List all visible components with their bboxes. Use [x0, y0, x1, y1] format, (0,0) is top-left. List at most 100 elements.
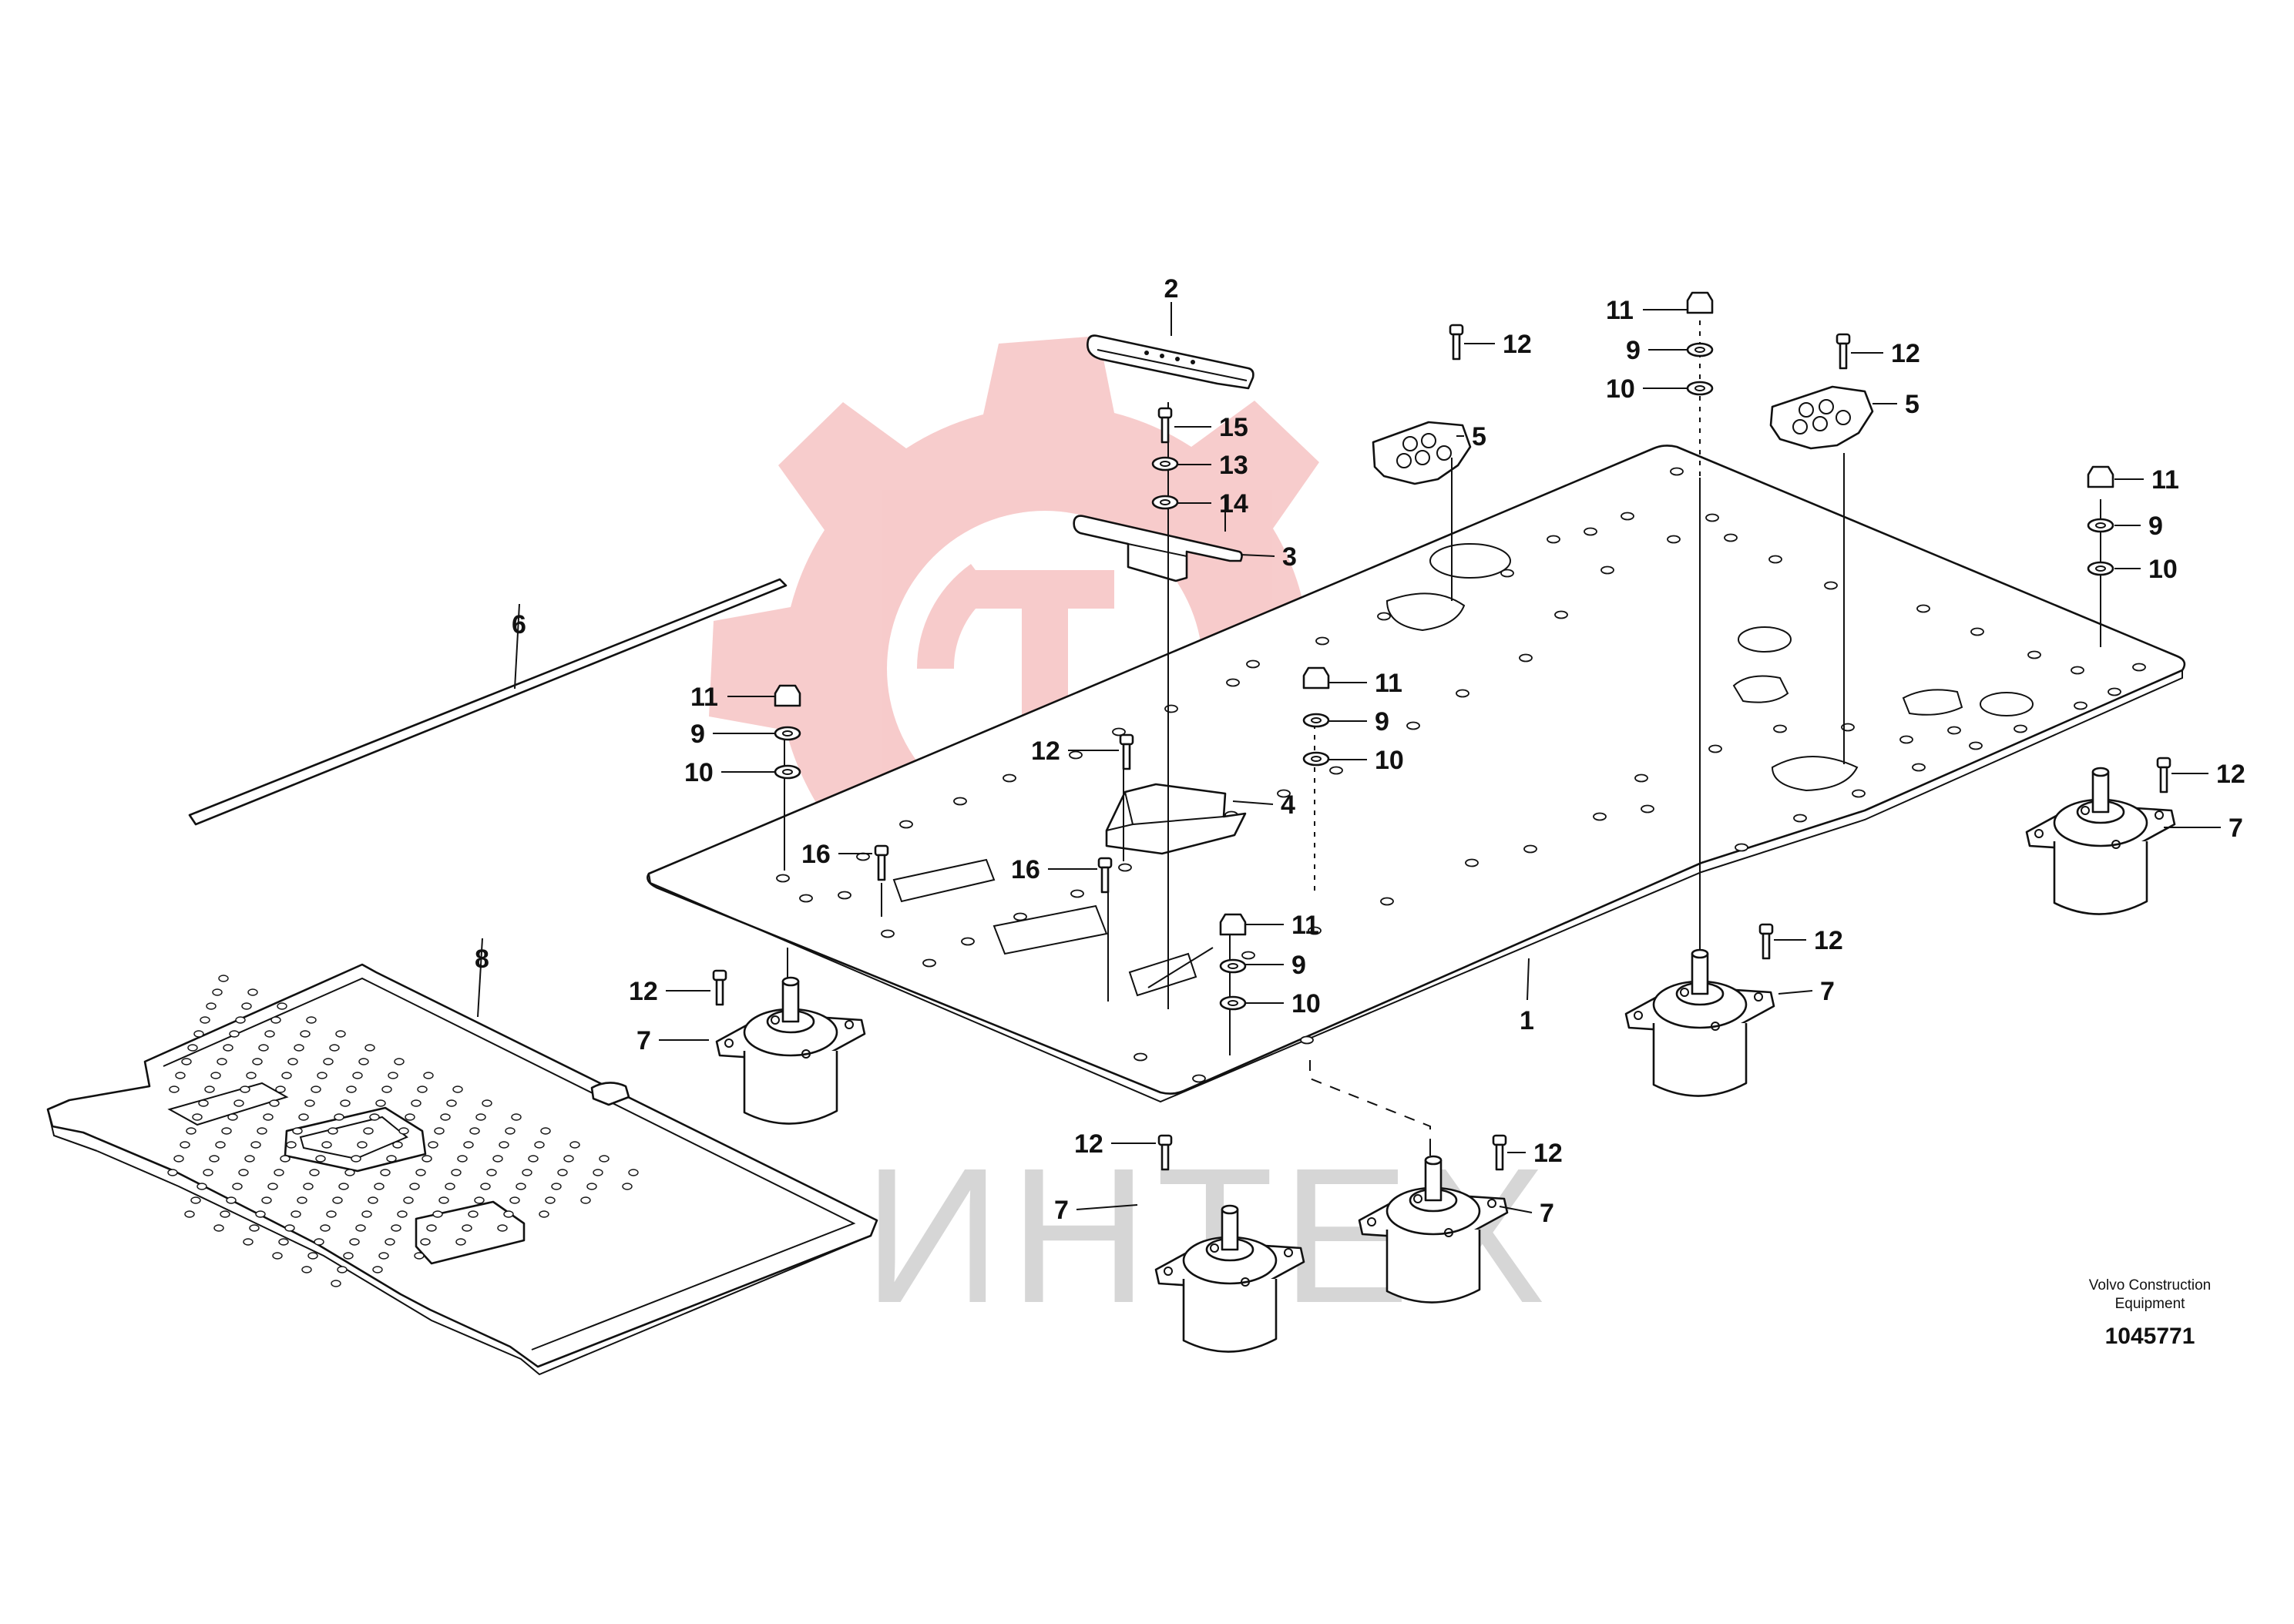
bolt-icon [1097, 857, 1113, 869]
hex-nut-icon [1302, 666, 1330, 690]
mat-dot [261, 1196, 272, 1204]
mount-body [1385, 1230, 1481, 1304]
mat-dot [173, 1155, 184, 1163]
mat-dot [233, 1099, 244, 1107]
washer-icon [1219, 958, 1247, 974]
mat-dot [364, 1044, 375, 1052]
plate-hole [1824, 581, 1838, 590]
mat-dot [440, 1113, 451, 1121]
mat-dot [223, 1044, 233, 1052]
plate-hole [1070, 889, 1084, 898]
mat-dot [250, 1141, 261, 1149]
mount-stud-top [2091, 767, 2110, 777]
mat-dot [215, 1141, 226, 1149]
plate-hole [1118, 863, 1132, 872]
washer-hole [1228, 963, 1238, 969]
plate-hole [838, 891, 851, 900]
bolt-shank [1495, 1143, 1504, 1171]
mount-bolt-hole [1754, 992, 1763, 1002]
leader-dashed-thick [1309, 1060, 1431, 1140]
washer-hole [1311, 756, 1322, 762]
brand-line-2: Equipment [2115, 1296, 2186, 1312]
part-5-mount-left [1372, 421, 1472, 485]
mat-dot [378, 1252, 389, 1260]
mount-body [1652, 1023, 1748, 1097]
callout-16: 16 [801, 840, 831, 869]
plate-hole [1308, 926, 1322, 935]
mat-dot [320, 1224, 331, 1232]
callout-12: 12 [2216, 760, 2245, 789]
washer-hole [1228, 1000, 1238, 1006]
callout-12: 12 [629, 977, 658, 1006]
callout-11: 11 [1291, 911, 1319, 940]
plate-hole [2014, 724, 2027, 733]
callout-9: 9 [1626, 336, 1641, 365]
mat-dot [522, 1169, 532, 1176]
plate-hole [1705, 513, 1719, 522]
plate-hole [1969, 741, 1983, 750]
mat-dot [432, 1210, 443, 1218]
callout-7: 7 [636, 1026, 651, 1055]
mat-dot [409, 1183, 420, 1190]
bolt-shank [1160, 416, 1170, 444]
mat-dot [227, 1113, 238, 1121]
mat-dot [280, 1155, 291, 1163]
mat-dot [474, 1196, 485, 1204]
callout-10: 10 [1291, 989, 1321, 1018]
mat-dot [405, 1113, 415, 1121]
mat-dot [503, 1210, 514, 1218]
mat-dot [218, 975, 229, 982]
washer-icon [774, 764, 801, 780]
washer-hole [2095, 565, 2106, 572]
mat-dot [426, 1224, 437, 1232]
mat-dot [232, 1183, 243, 1190]
mat-dot [297, 1196, 307, 1204]
plate-hole [1916, 604, 1930, 613]
washer-icon [2087, 561, 2114, 576]
mat-dot [428, 1141, 438, 1149]
mount-bolt-hole [1487, 1199, 1496, 1208]
mat-dot [167, 1169, 178, 1176]
mat-dot [246, 1072, 257, 1079]
callout-9: 9 [1375, 707, 1389, 737]
mat-dot [452, 1085, 463, 1093]
mat-dot [220, 1210, 230, 1218]
bolt-icon [1157, 1134, 1173, 1146]
callout-12: 12 [1814, 926, 1843, 955]
callout-leader [1499, 1206, 1533, 1213]
mat-dot [196, 1183, 207, 1190]
mat-dot [374, 1183, 385, 1190]
mat-dot [244, 1155, 255, 1163]
mat-dot [337, 1266, 348, 1273]
mat-dot [394, 1058, 405, 1065]
plate-hole [881, 929, 895, 938]
mat-dot [368, 1196, 378, 1204]
mat-dot [475, 1113, 486, 1121]
mat-dot [213, 1224, 224, 1232]
plate-hole [1523, 844, 1537, 854]
mount-stud [1221, 1208, 1239, 1251]
washer-hole [2095, 522, 2106, 528]
mat-dot [380, 1169, 391, 1176]
mat-dot [486, 1169, 497, 1176]
mount-stud-top [1221, 1204, 1239, 1215]
plate-hole [1013, 912, 1027, 921]
mat-dot [212, 988, 223, 996]
plate-hole [1554, 610, 1568, 619]
bolt-icon [1119, 733, 1134, 746]
mount-body [2053, 841, 2148, 915]
mat-dot [300, 1030, 311, 1038]
mat-dot [238, 1169, 249, 1176]
bolt-icon [712, 969, 727, 981]
plate-hole [961, 937, 975, 946]
mount-bolt-hole [845, 1020, 854, 1029]
mat-dot [346, 1085, 357, 1093]
mat-dot [509, 1196, 520, 1204]
callout-leader [477, 938, 483, 1018]
plate-hole [776, 874, 790, 883]
mount-bolt-hole [1164, 1267, 1173, 1276]
plate-hole [1970, 627, 1984, 636]
mat-dot [221, 1127, 232, 1135]
plate-hole [1329, 766, 1343, 775]
